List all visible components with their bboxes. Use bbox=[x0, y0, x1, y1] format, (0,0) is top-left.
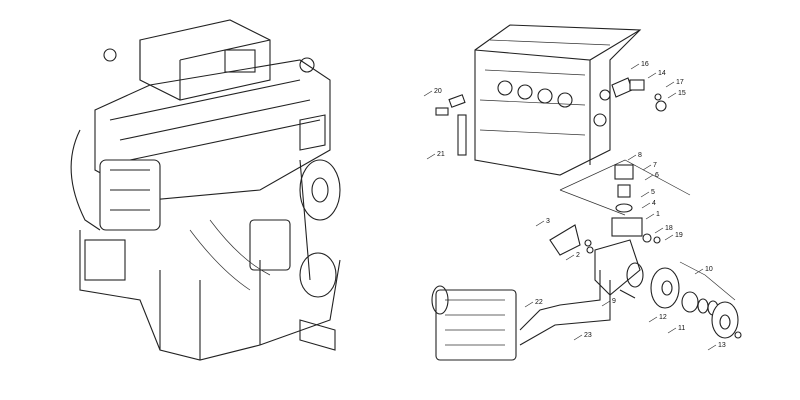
callout-label-15: 15 bbox=[678, 90, 686, 97]
callout-label-5: 5 bbox=[651, 189, 655, 196]
leader-arrow bbox=[694, 268, 704, 275]
callout-label-2: 2 bbox=[576, 252, 580, 259]
leader-arrow bbox=[642, 164, 652, 171]
leader-arrow bbox=[535, 220, 545, 227]
callout-label-23: 23 bbox=[584, 332, 592, 339]
leader-arrow bbox=[667, 327, 677, 334]
callout-label-14: 14 bbox=[658, 70, 666, 77]
callout-label-6: 6 bbox=[655, 172, 659, 179]
leader-arrow bbox=[644, 174, 654, 181]
leader-arrow bbox=[640, 191, 650, 198]
callout-label-13: 13 bbox=[718, 342, 726, 349]
leader-arrow bbox=[630, 63, 640, 70]
leader-arrow bbox=[647, 72, 657, 79]
leader-arrow bbox=[664, 234, 674, 241]
callout-label-4: 4 bbox=[652, 200, 656, 207]
callout-label-7: 7 bbox=[653, 162, 657, 169]
leader-arrow bbox=[601, 300, 611, 307]
callout-label-10: 10 bbox=[705, 266, 713, 273]
leader-arrow bbox=[423, 90, 433, 97]
assembled-engine-illustration bbox=[70, 19, 341, 361]
callout-label-17: 17 bbox=[676, 79, 684, 86]
callout-label-18: 18 bbox=[665, 225, 673, 232]
leader-arrow bbox=[641, 202, 651, 209]
callout-label-9: 9 bbox=[612, 298, 616, 305]
leader-arrow bbox=[573, 334, 583, 341]
leader-arrow bbox=[426, 153, 436, 160]
callout-label-20: 20 bbox=[434, 88, 442, 95]
leader-arrow bbox=[524, 301, 534, 308]
leader-arrow bbox=[648, 316, 658, 323]
callout-label-11: 11 bbox=[678, 325, 685, 332]
callout-label-21: 21 bbox=[437, 151, 445, 158]
leader-arrow bbox=[565, 254, 575, 261]
callout-label-3: 3 bbox=[546, 218, 550, 225]
callout-label-19: 19 bbox=[675, 232, 683, 239]
callout-label-8: 8 bbox=[638, 152, 642, 159]
callout-label-12: 12 bbox=[659, 314, 667, 321]
leader-arrow bbox=[667, 92, 677, 99]
leader-arrow bbox=[627, 154, 637, 161]
leader-arrow bbox=[654, 227, 664, 234]
leader-arrow bbox=[707, 344, 717, 351]
leader-arrow bbox=[665, 81, 675, 88]
callout-label-1: 1 bbox=[656, 211, 660, 218]
callout-label-16: 16 bbox=[641, 61, 649, 68]
leader-arrow bbox=[645, 213, 655, 220]
callout-label-22: 22 bbox=[535, 299, 543, 306]
exploded-parts-view bbox=[431, 24, 742, 361]
